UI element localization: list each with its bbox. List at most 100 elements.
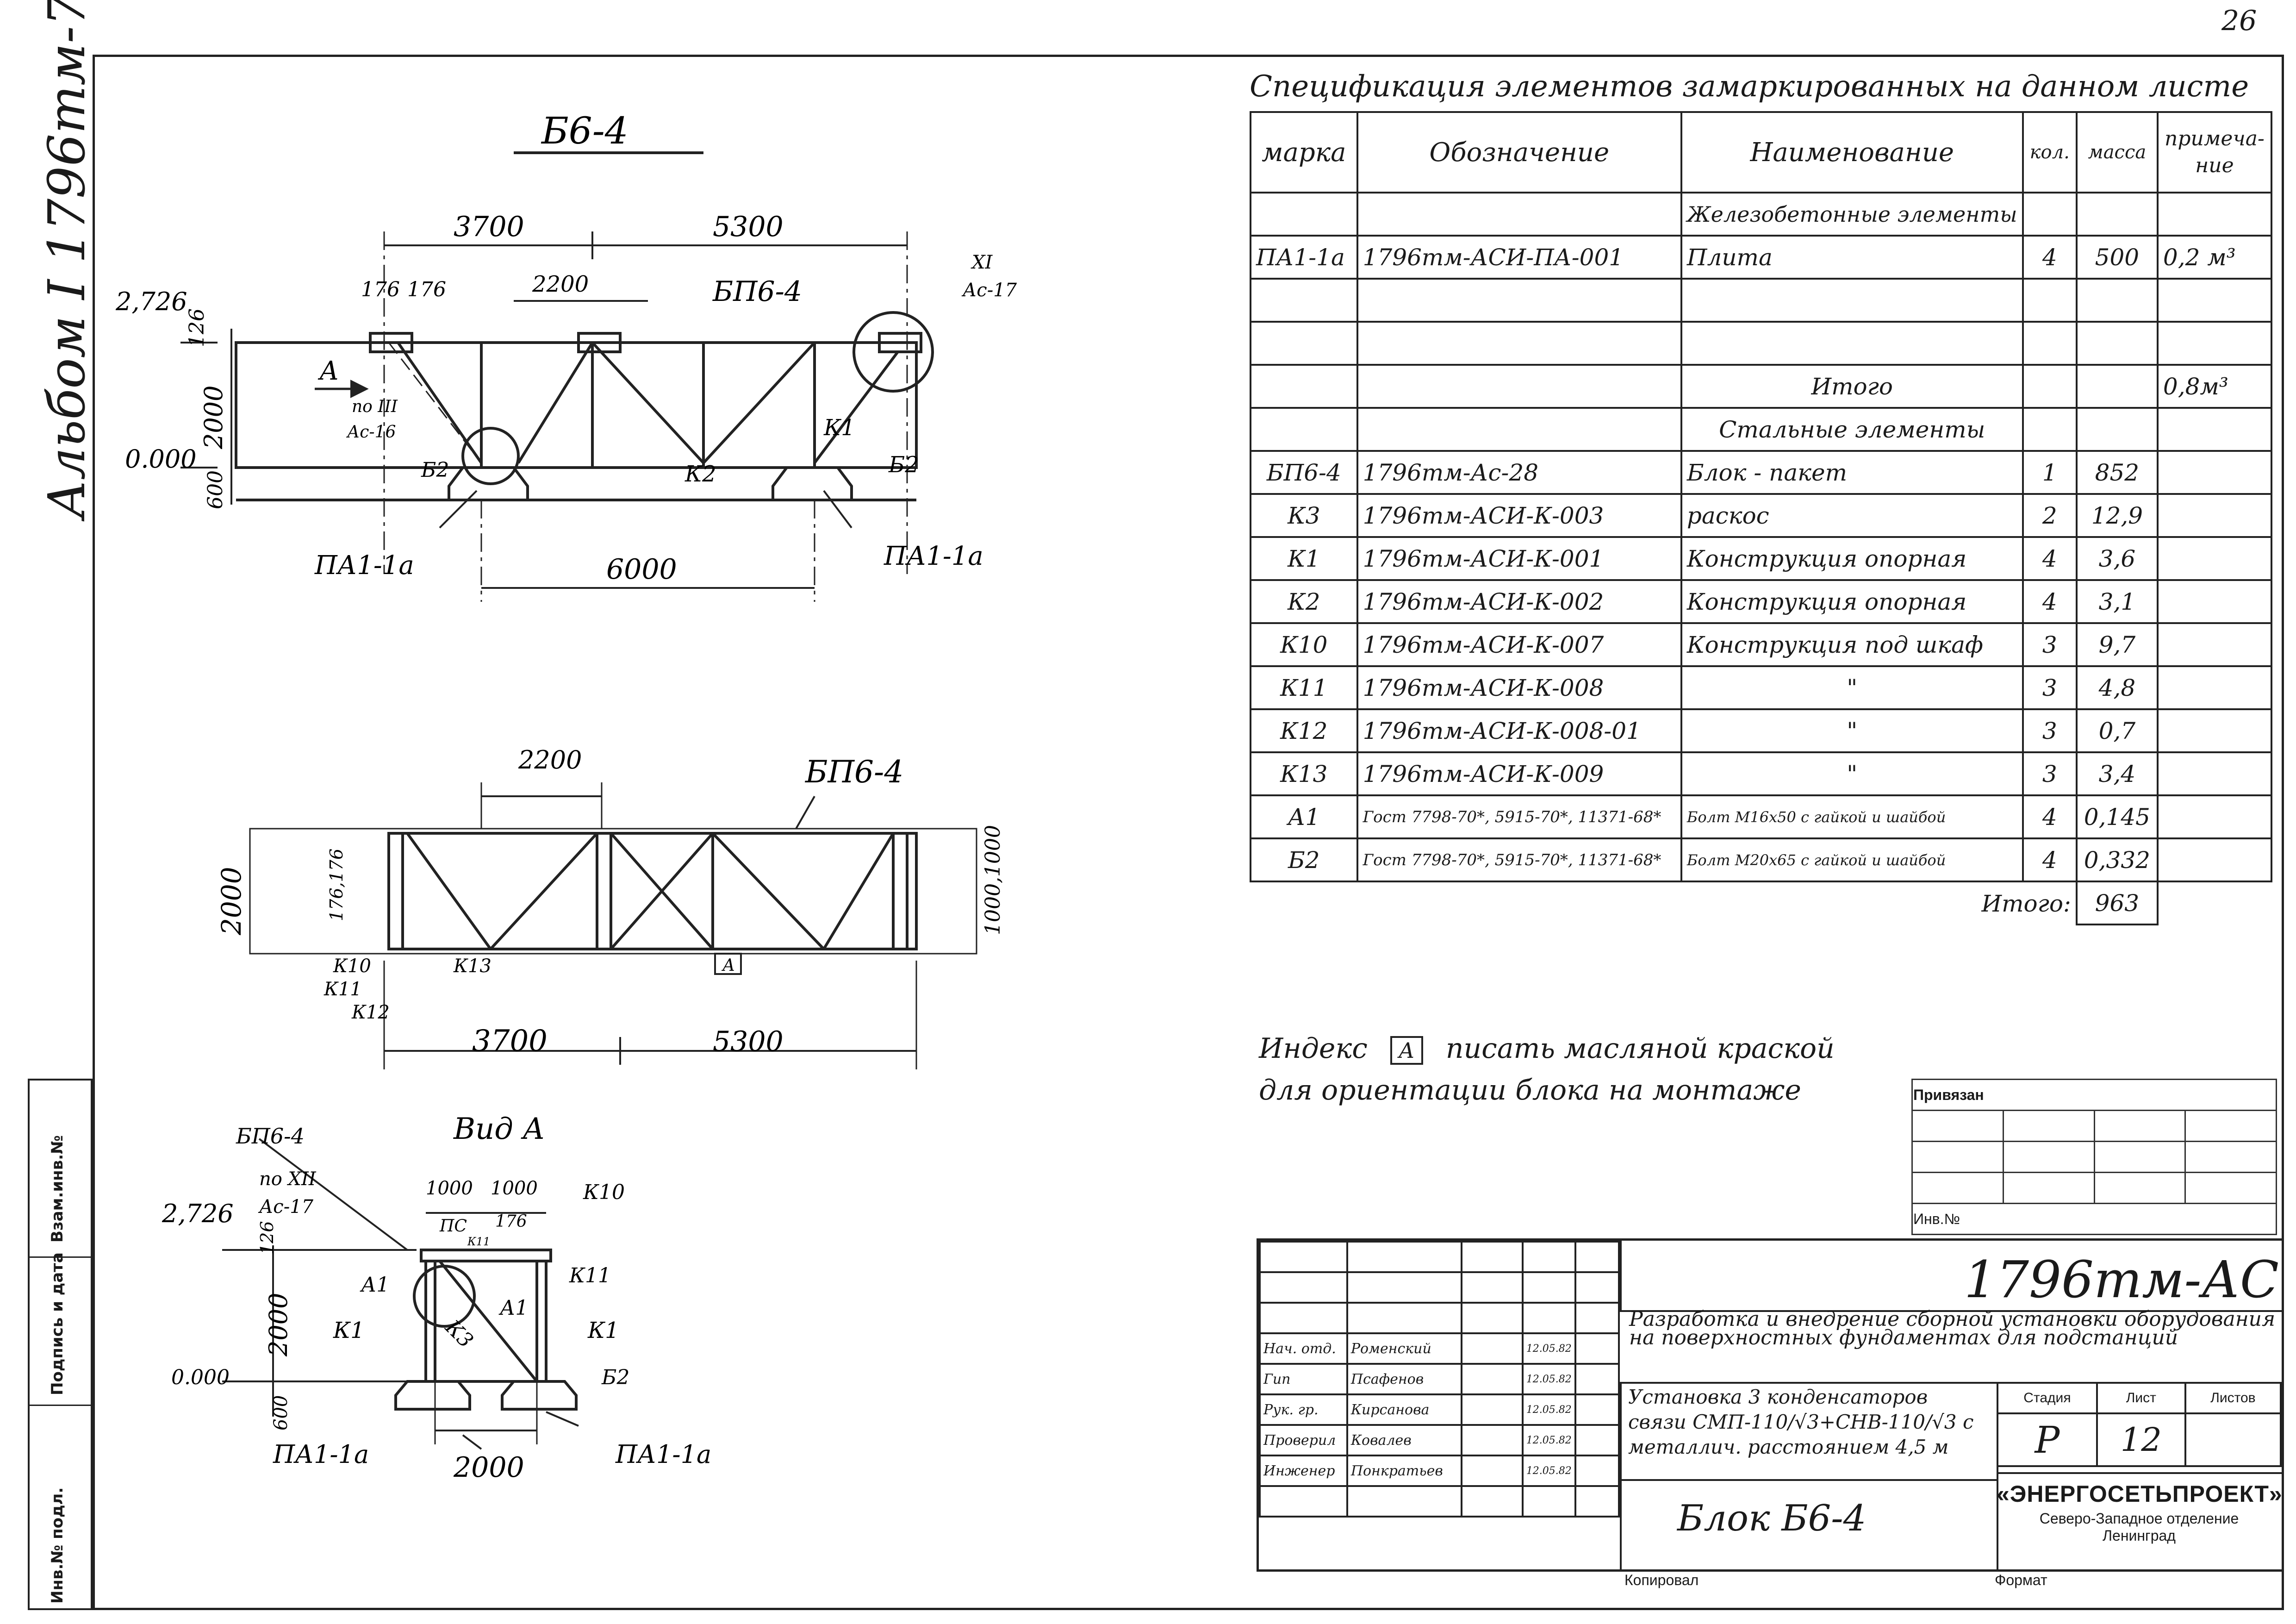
signer-role: Проверил bbox=[1259, 1424, 1348, 1456]
cell: К2 bbox=[1250, 579, 1358, 624]
sheet-label: Лист bbox=[2096, 1382, 2186, 1414]
signer-extra bbox=[1574, 1332, 1620, 1365]
cell: 12,9 bbox=[2075, 493, 2159, 538]
org-dept: Северо-Западное отделение bbox=[2039, 1510, 2239, 1527]
view-a-dim1: 1000 bbox=[426, 1178, 473, 1199]
doc-code-cell: 1796тм-АС bbox=[1620, 1241, 2284, 1312]
signer-name: Псафенов bbox=[1346, 1363, 1463, 1395]
project-title: Разработка и внедрение сборной установки… bbox=[1629, 1307, 2276, 1349]
table-row: ПА1-1а 1796тм-АСИ-ПА-001 Плита 4 500 0,2… bbox=[1250, 235, 2273, 280]
spec-table: марка Обозначение Наименование кол. масс… bbox=[1250, 111, 2273, 925]
drawing-title: Установка 3 конденсаторов связи СМП-110/… bbox=[1628, 1386, 1974, 1458]
view-a-a1-right: А1 bbox=[498, 1296, 528, 1320]
cell: К13 bbox=[1250, 751, 1358, 796]
cell: раскос bbox=[1680, 493, 2024, 538]
total1-label: Итого bbox=[1680, 364, 2024, 409]
cell bbox=[2156, 751, 2273, 796]
sheet-value: 12 bbox=[2096, 1412, 2186, 1467]
cell: 0,2 м³ bbox=[2156, 235, 2273, 280]
drawing-frame bbox=[93, 55, 2284, 1610]
h-2000: 2000 bbox=[199, 386, 228, 450]
spec-section-1: Железобетонные элементы bbox=[1680, 192, 2024, 237]
signer-role: Гип bbox=[1259, 1363, 1348, 1395]
privyazan-inv: Инв.№ bbox=[1911, 1203, 2277, 1235]
label-pa1-left: ПА1-1а bbox=[314, 550, 414, 581]
h-126: 126 bbox=[185, 308, 209, 347]
cell: 1796тм-АСИ-К-001 bbox=[1356, 536, 1682, 581]
total2-value: 963 bbox=[2075, 881, 2159, 925]
cell: 1796тм-АСИ-К-007 bbox=[1356, 622, 1682, 667]
cell: 3 bbox=[2022, 751, 2078, 796]
cell: 4 bbox=[2022, 235, 2078, 280]
cell: 1796тм-АСИ-К-009 bbox=[1356, 751, 1682, 796]
view-a-title: Вид А bbox=[453, 1112, 545, 1146]
hdr-marka: марка bbox=[1250, 111, 1358, 194]
hdr-naimenovanie: Наименование bbox=[1680, 111, 2024, 194]
cell: 3,4 bbox=[2075, 751, 2159, 796]
cell bbox=[2156, 536, 2273, 581]
label-po-iii: по III bbox=[352, 397, 398, 416]
plan-k12: К12 bbox=[351, 1002, 390, 1023]
spec-title: Спецификация элементов замаркированных н… bbox=[1250, 69, 2249, 104]
cell: Болт М20х65 с гайкой и шайбой bbox=[1680, 837, 2024, 882]
divider bbox=[1620, 1382, 2282, 1384]
note-post: писать масляной краской bbox=[1445, 1032, 1835, 1065]
cell: 4,8 bbox=[2075, 665, 2159, 710]
view-a-a1-left: А1 bbox=[360, 1273, 389, 1297]
plan-h-1000: 1000,1000 bbox=[981, 825, 1005, 935]
cell: 1796тм-АСИ-ПА-001 bbox=[1356, 235, 1682, 280]
doc-code: 1796тм-АС bbox=[1964, 1250, 2279, 1309]
cell: А1 bbox=[1250, 794, 1358, 839]
stage-grid: Стадия Лист Листов Р 12 bbox=[1997, 1382, 2282, 1467]
view-a-pa1-left: ПА1-1а bbox=[273, 1440, 369, 1469]
view-a-span: 2000 bbox=[453, 1451, 524, 1484]
cell bbox=[2156, 622, 2273, 667]
plan-dim-3700: 3700 bbox=[472, 1024, 548, 1058]
cell: 4 bbox=[2022, 579, 2078, 624]
view-a-h-2000: 2000 bbox=[264, 1293, 293, 1357]
label-a-arrow: А bbox=[317, 356, 339, 386]
signer-extra bbox=[1574, 1363, 1620, 1395]
cell: " bbox=[1680, 665, 2024, 710]
plan-index-a: А bbox=[721, 956, 735, 975]
dim-176b: 176 bbox=[407, 278, 446, 301]
cell: К12 bbox=[1250, 708, 1358, 753]
note-line-1: Индекс А писать масляной краской bbox=[1259, 1032, 1835, 1065]
view-a-k11-small: К11 bbox=[467, 1235, 490, 1248]
cell bbox=[2156, 450, 2273, 495]
plan-label-bp6-4: БП6-4 bbox=[804, 754, 903, 790]
view-a-b2: Б2 bbox=[601, 1366, 629, 1389]
signer-date: 12.05.82 bbox=[1521, 1332, 1576, 1365]
h-600: 600 bbox=[204, 470, 227, 509]
signer-signature bbox=[1461, 1455, 1524, 1487]
cell: 3 bbox=[2022, 665, 2078, 710]
org-cell: «ЭНЕРГОСЕТЬПРОЕКТ» Северо-Западное отдел… bbox=[1997, 1472, 2282, 1576]
signer-signature bbox=[1461, 1424, 1524, 1456]
view-a-h-600: 600 bbox=[270, 1395, 292, 1430]
cell: Б2 bbox=[1250, 837, 1358, 882]
hdr-oboznachenie: Обозначение bbox=[1356, 111, 1682, 194]
cell: Гост 7798-70*, 5915-70*, 11371-68* bbox=[1356, 837, 1682, 882]
label-k2: К2 bbox=[684, 461, 716, 487]
cell: 1796тм-АСИ-К-008-01 bbox=[1356, 708, 1682, 753]
elev-0000: 0.000 bbox=[125, 444, 197, 474]
signer-name: Понкратьев bbox=[1346, 1455, 1463, 1487]
table-row bbox=[1250, 321, 2273, 366]
view-a-bp: БП6-4 bbox=[236, 1124, 305, 1149]
cell: 0,332 bbox=[2075, 837, 2159, 882]
cell: 852 bbox=[2075, 450, 2159, 495]
cell: Блок - пакет bbox=[1680, 450, 2024, 495]
hdr-kol: кол. bbox=[2022, 111, 2078, 194]
label-pa1-right: ПА1-1а bbox=[884, 541, 983, 571]
dim-176a: 176 bbox=[361, 278, 400, 301]
format-label: Формат bbox=[1995, 1572, 2047, 1588]
plan-k13: К13 bbox=[453, 956, 492, 977]
